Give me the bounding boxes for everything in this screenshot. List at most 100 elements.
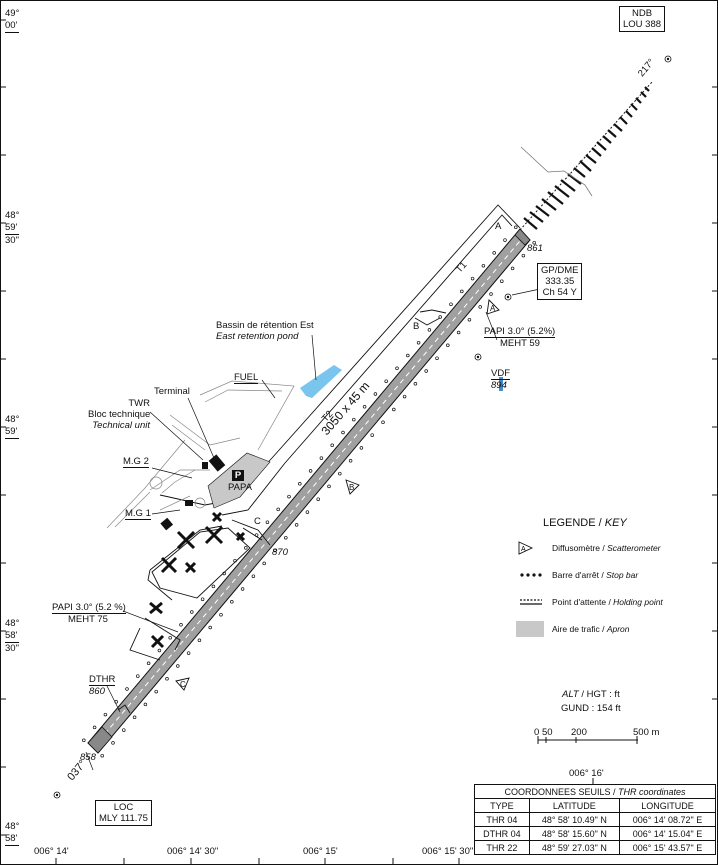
- lon-label-006-15: 006° 15': [303, 846, 338, 857]
- edge-light: [467, 317, 472, 322]
- edge-light: [510, 266, 515, 271]
- threshold-coordinates-table: COORDONNEES SEUILS / THR coordinates TYP…: [474, 784, 717, 855]
- edge-light: [370, 433, 374, 437]
- edge-light: [338, 471, 342, 476]
- edge-light: [373, 392, 378, 396]
- scale-bar: [537, 736, 638, 744]
- scale-label-500: 500 m: [633, 727, 660, 738]
- scale-label-0: 0: [534, 727, 540, 738]
- lat-label-48-59-30: 48°59'30": [5, 210, 20, 246]
- edge-light: [244, 546, 248, 550]
- edge-light: [132, 715, 137, 720]
- loc-symbol: [53, 791, 61, 799]
- table-cell: 48° 58' 15.60" N: [528, 826, 620, 841]
- runway-04-22: [87, 228, 531, 754]
- closed-area-markings: [149, 511, 246, 649]
- fuel-label: FUEL: [234, 372, 259, 384]
- edge-light: [492, 251, 496, 255]
- edge-light: [406, 353, 410, 358]
- scatterometer-c-letter: C: [180, 680, 186, 689]
- scatterometer-icon: A: [518, 541, 534, 555]
- legend-item-scatterometer: A Diffusomètre / Scatterometer: [516, 540, 716, 556]
- edge-light: [489, 292, 493, 296]
- table-cell: 006° 14' 15.04" E: [618, 826, 717, 841]
- scale-label-200: 200: [571, 727, 587, 738]
- edge-light: [392, 407, 396, 412]
- stop-bar-icon: [520, 573, 542, 577]
- edge-light: [154, 689, 158, 694]
- gund-note: GUND : 154 ft: [561, 703, 621, 714]
- taxiway-c-label: C: [254, 516, 261, 527]
- table-cell: DTHR 04: [474, 826, 530, 841]
- gp-dme-symbol: [504, 293, 512, 301]
- edge-light: [168, 635, 172, 640]
- table-cell: 48° 59' 27.03" N: [528, 840, 620, 855]
- lon-label-006-15-30: 006° 15' 30": [422, 846, 474, 857]
- edge-light: [219, 612, 223, 617]
- edge-light: [352, 417, 356, 422]
- parking-papa-label: PAPA: [228, 482, 252, 493]
- approach-centerline: [519, 81, 653, 231]
- scatterometer-b: [345, 479, 360, 495]
- edge-light: [287, 494, 291, 499]
- edge-light: [262, 561, 266, 566]
- edge-light: [500, 279, 504, 283]
- edge-light: [251, 574, 256, 578]
- edge-light: [200, 597, 205, 601]
- edge-light: [179, 623, 183, 627]
- edge-light: [359, 446, 364, 450]
- apron-swatch: [516, 621, 544, 637]
- edge-light: [165, 677, 169, 681]
- edge-light: [276, 507, 280, 512]
- elevation-thr22: 861: [527, 243, 543, 254]
- edge-light: [273, 548, 277, 553]
- edge-light: [327, 484, 331, 489]
- edge-light: [284, 535, 288, 540]
- coord-header-latitude: LATITUDE: [528, 798, 620, 813]
- edge-light: [146, 661, 151, 666]
- latitude-ticks: [0, 19, 718, 836]
- edge-light: [294, 523, 299, 527]
- edge-light: [211, 584, 216, 589]
- approach-lighting-ne: [523, 86, 650, 230]
- scale-label-50: 50: [542, 727, 553, 738]
- label-leaders: [85, 288, 541, 771]
- taxiway-network: [117, 204, 521, 714]
- edge-light: [416, 340, 421, 345]
- legend-item-stop-bar: Barre d'arrêt / Stop bar: [516, 567, 716, 583]
- edge-light: [381, 420, 385, 425]
- mg2-label: M.G 2: [123, 456, 149, 468]
- table-cell: 006° 14' 08.72" E: [618, 812, 717, 827]
- edge-light: [208, 625, 212, 630]
- edge-light: [157, 648, 162, 653]
- edge-light: [456, 330, 461, 335]
- taxiway-a-label: A: [495, 221, 502, 232]
- edge-light: [100, 753, 104, 758]
- table-cell: 006° 15' 43.57" E: [618, 840, 717, 855]
- scatterometer-a-letter: A: [490, 304, 496, 313]
- edge-light: [186, 651, 191, 655]
- lat-label-48-58-30: 48°58'30": [5, 618, 20, 654]
- edge-light: [230, 600, 234, 604]
- lat-label-48-59: 48°59': [5, 414, 20, 439]
- road-ne: [520, 146, 593, 197]
- fuel-leader: [261, 379, 276, 399]
- scatterometer-c: [175, 677, 190, 691]
- table-row: THR 22 48° 59' 27.03" N 006° 15' 43.57" …: [474, 840, 717, 855]
- edge-light: [319, 456, 324, 460]
- edge-light: [197, 638, 202, 643]
- legend-title: LEGENDE / KEY: [543, 517, 627, 529]
- edge-light: [481, 263, 486, 268]
- edge-light: [240, 587, 245, 591]
- edge-light: [111, 741, 115, 745]
- lon-label-006-14-30: 006° 14' 30": [167, 846, 219, 857]
- lon-label-006-16: 006° 16': [569, 768, 604, 779]
- ndb-symbol: [664, 55, 672, 63]
- landside-roads: [106, 380, 295, 529]
